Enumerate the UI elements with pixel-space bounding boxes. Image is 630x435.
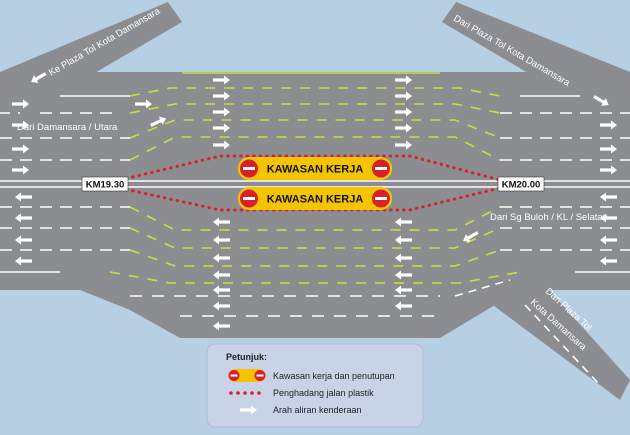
legend: Petunjuk: Kawasan kerja dan penutupan Pe… bbox=[206, 343, 424, 428]
work-zone-top: KAWASAN KERJA bbox=[238, 157, 392, 180]
from-south-label: Dari Sg Buloh / KL / Selatan bbox=[490, 212, 608, 223]
km-marker-left: KM19.30 bbox=[81, 176, 129, 192]
ramp-top-left bbox=[0, 2, 182, 92]
legend-barrier-icon bbox=[229, 391, 261, 395]
lane-markings-yellow bbox=[109, 72, 521, 284]
legend-item-work-zone: Kawasan kerja dan penutupan bbox=[273, 371, 395, 381]
work-zone-label-top: KAWASAN KERJA bbox=[267, 164, 364, 176]
work-zone-label-bottom: KAWASAN KERJA bbox=[267, 194, 364, 206]
ramp-bottom-right bbox=[470, 280, 630, 400]
legend-item-traffic-flow: Arah aliran kenderaan bbox=[273, 405, 362, 415]
svg-text:KM19.30: KM19.30 bbox=[86, 180, 125, 191]
from-north-label: Dari Damansara / Utara bbox=[17, 122, 118, 133]
work-zone-bottom: KAWASAN KERJA bbox=[238, 187, 392, 210]
lane-markings-white bbox=[0, 95, 630, 386]
km-marker-right: KM20.00 bbox=[497, 176, 545, 192]
svg-text:KM20.00: KM20.00 bbox=[502, 180, 541, 191]
legend-item-barrier: Penghadang jalan plastik bbox=[273, 388, 374, 398]
ramp-top-right bbox=[442, 2, 630, 92]
legend-title: Petunjuk: bbox=[226, 352, 267, 362]
plastic-barriers bbox=[118, 154, 502, 212]
